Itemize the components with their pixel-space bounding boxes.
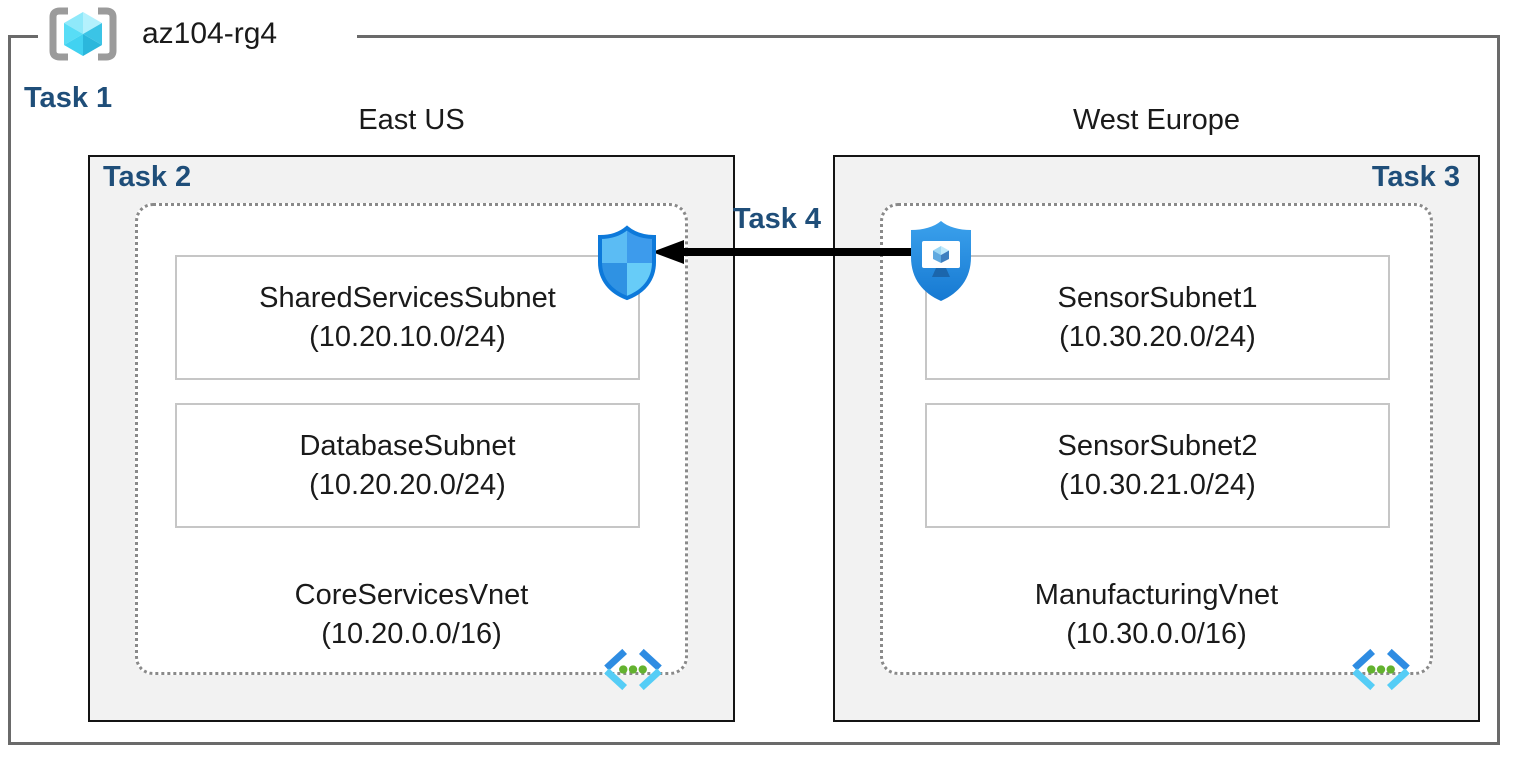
subnet-box-sharedservicessubnet: SharedServicesSubnet (10.20.10.0/24) (175, 255, 640, 380)
subnet-name: SharedServicesSubnet (259, 281, 556, 314)
subnet-name: DatabaseSubnet (299, 429, 516, 462)
subnet-name: SensorSubnet2 (1057, 429, 1258, 462)
virtual-network-icon (604, 648, 662, 691)
subnet-cidr: (10.20.10.0/24) (309, 320, 506, 353)
subnet-cidr: (10.30.21.0/24) (1059, 468, 1256, 501)
subnet-box-sensorsubnet1: SensorSubnet1 (10.30.20.0/24) (925, 255, 1390, 380)
vnet-name: ManufacturingVnet (1034, 579, 1279, 611)
subnet-box-databasesubnet: DatabaseSubnet (10.20.20.0/24) (175, 403, 640, 528)
task1-label: Task 1 (24, 82, 113, 114)
vnet-cidr: (10.30.0.0/16) (1066, 618, 1247, 650)
resource-group-name: az104-rg4 (142, 17, 278, 50)
vnet-label-manufacturingvnet: ManufacturingVnet (10.30.0.0/16) (880, 576, 1433, 654)
resource-group-icon (49, 7, 117, 61)
virtual-network-icon (1352, 648, 1410, 691)
vnet-cidr: (10.20.0.0/16) (321, 618, 502, 650)
bastion-protected-vm-shield-icon (911, 221, 971, 301)
task3-label: Task 3 (1371, 161, 1460, 193)
peering-arrow-left-icon (652, 240, 946, 264)
subnet-box-sensorsubnet2: SensorSubnet2 (10.30.21.0/24) (925, 403, 1390, 528)
region-title-east-us: East US (358, 104, 465, 136)
task2-label: Task 2 (103, 161, 192, 193)
vnet-name: CoreServicesVnet (294, 579, 529, 611)
network-security-group-shield-icon (598, 225, 656, 301)
task4-label: Task 4 (732, 203, 822, 235)
subnet-cidr: (10.30.20.0/24) (1059, 320, 1256, 353)
vnet-label-coreservicesvnet: CoreServicesVnet (10.20.0.0/16) (135, 576, 688, 654)
resource-group-header: az104-rg4 (38, 3, 358, 65)
region-title-west-europe: West Europe (1072, 104, 1241, 136)
subnet-cidr: (10.20.20.0/24) (309, 468, 506, 501)
subnet-name: SensorSubnet1 (1057, 281, 1258, 314)
resource-group-boundary (8, 35, 1500, 745)
